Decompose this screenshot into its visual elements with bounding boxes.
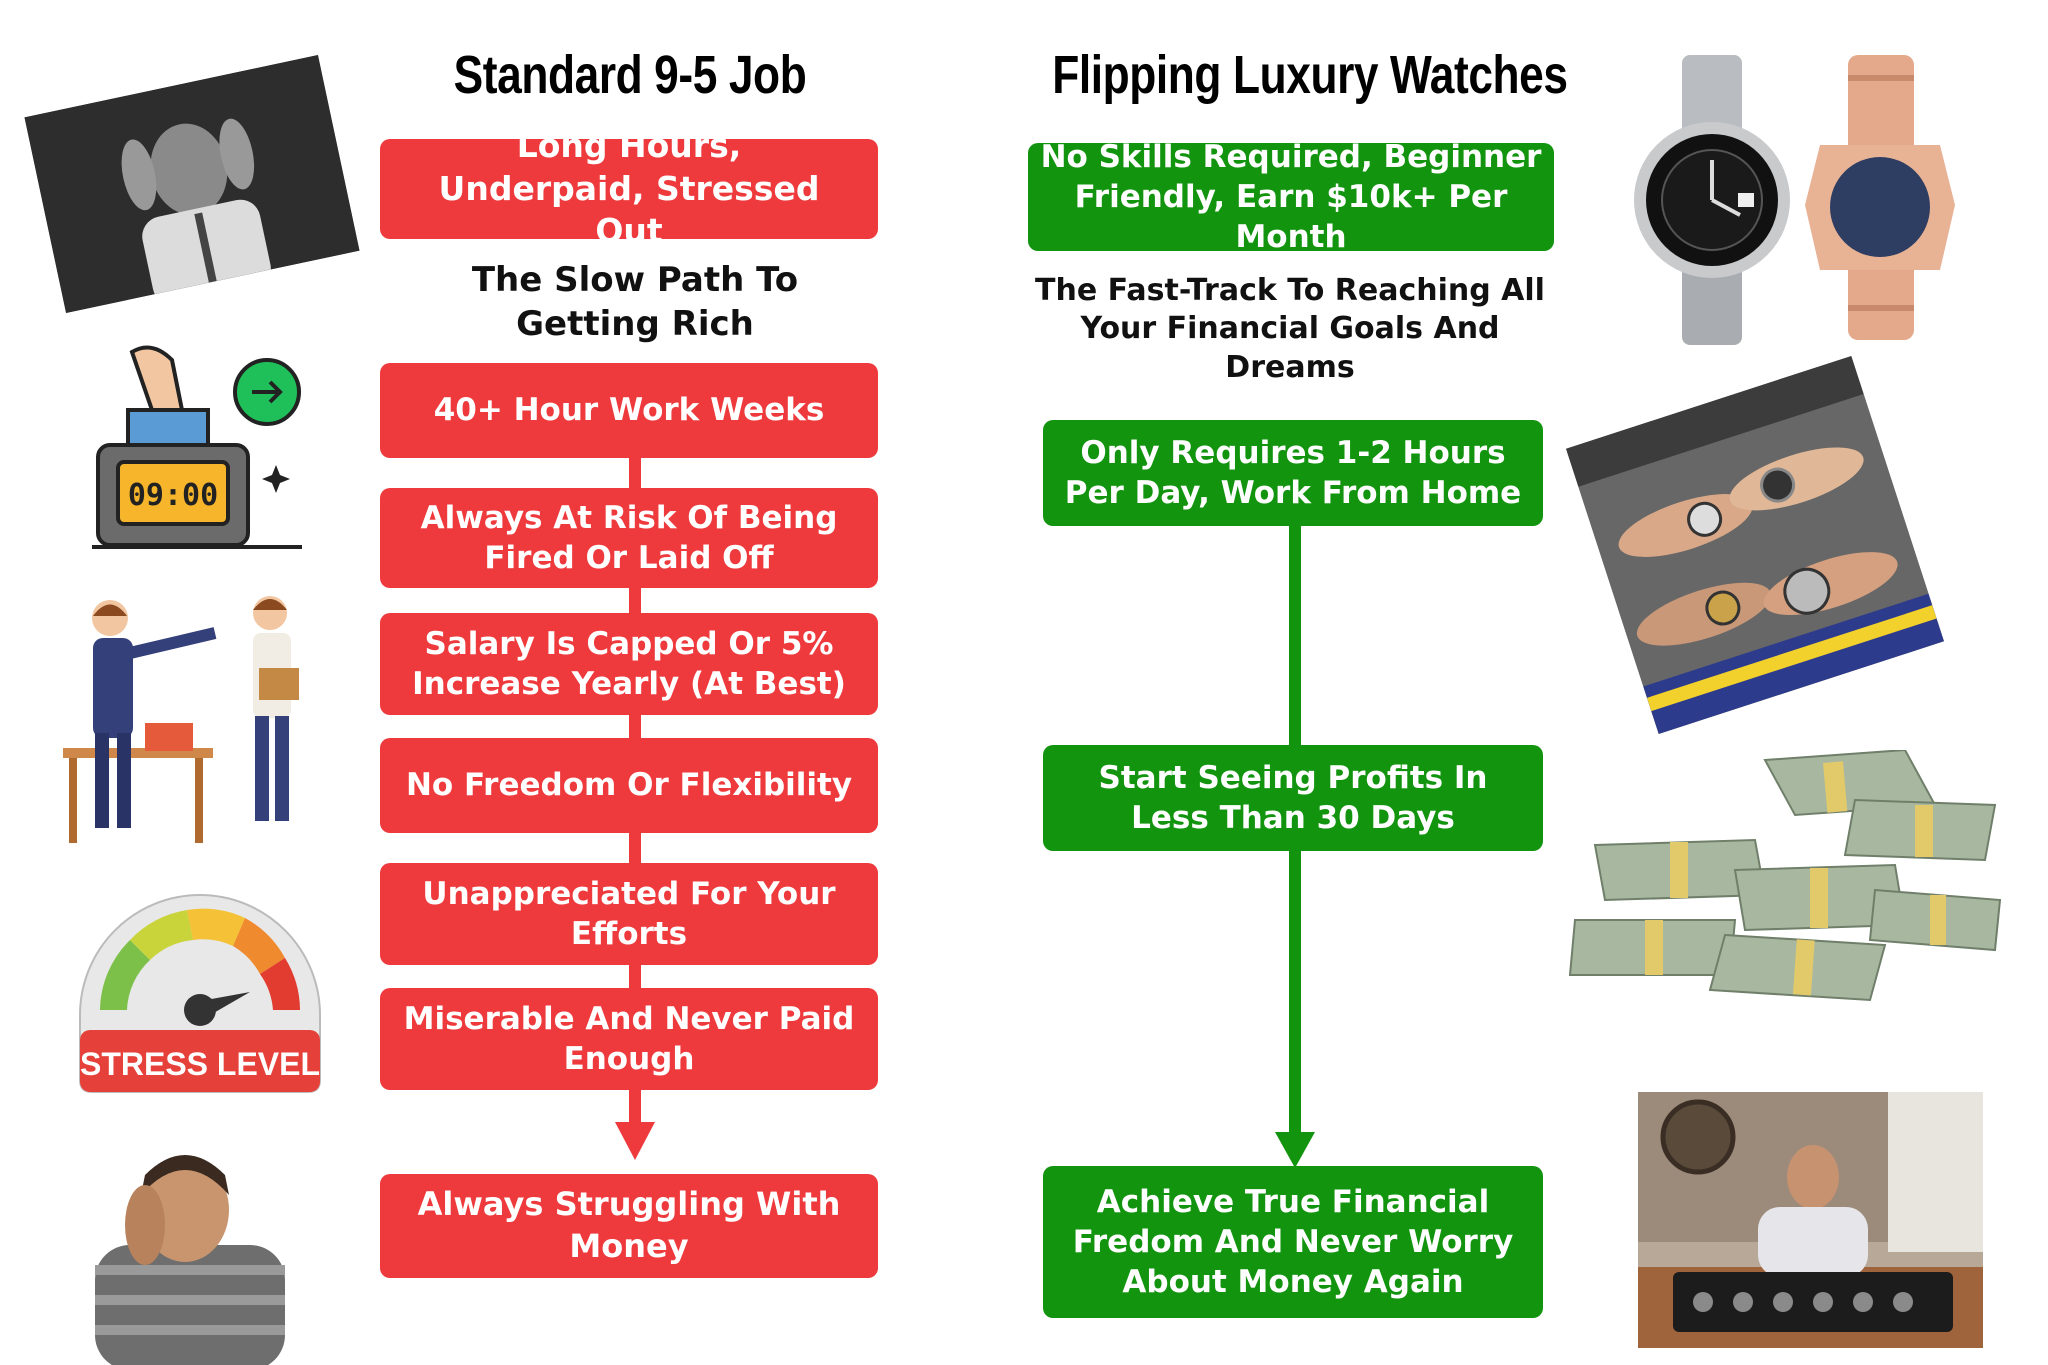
watches-on-wrists-photo (1565, 355, 1945, 735)
left-top-box: Long Hours, Underpaid, Stressed Out (380, 126, 878, 250)
stress-gauge-icon: STRESS LEVEL (79, 894, 321, 1093)
cash-stacks-photo (1568, 750, 2002, 1002)
time-clock-icon: 09:00 (92, 345, 302, 549)
left-step-5: Unappreciated For Your Efforts (380, 863, 878, 965)
sad-man-photo (95, 1155, 285, 1365)
left-step-2: Always At Risk Of Being Fired Or Laid Of… (380, 488, 878, 588)
right-subtitle: The Fast-Track To Reaching All Your Fina… (1035, 273, 1545, 385)
left-step-3: Salary Is Capped Or 5% Increase Yearly (… (380, 613, 878, 715)
right-step-1: Only Requires 1-2 Hours Per Day, Work Fr… (1043, 420, 1543, 526)
watch-collection-photo (1638, 1092, 1983, 1348)
right-final-box: Achieve True Financial Fredom And Never … (1043, 1166, 1543, 1318)
left-step-6: Miserable And Never Paid Enough (380, 988, 878, 1090)
left-subtitle: The Slow Path To Getting Rich (471, 260, 799, 345)
clock-time-label: 09:00 (128, 478, 218, 513)
gauge-label: STRESS LEVEL (80, 1046, 320, 1082)
luxury-watches-photo (1634, 55, 1955, 345)
right-title: Flipping Luxury Watches (1052, 45, 1568, 105)
left-step-1: 40+ Hour Work Weeks (380, 363, 878, 458)
left-final-box: Always Struggling With Money (380, 1174, 878, 1278)
left-title: Standard 9-5 Job (453, 45, 807, 105)
left-step-4: No Freedom Or Flexibility (380, 738, 878, 833)
right-top-box: No Skills Required, Beginner Friendly, E… (1028, 139, 1554, 255)
right-step-2: Start Seeing Profits In Less Than 30 Day… (1043, 745, 1543, 851)
fired-employee-illustration (63, 596, 299, 843)
stressed-man-photo (24, 54, 360, 314)
